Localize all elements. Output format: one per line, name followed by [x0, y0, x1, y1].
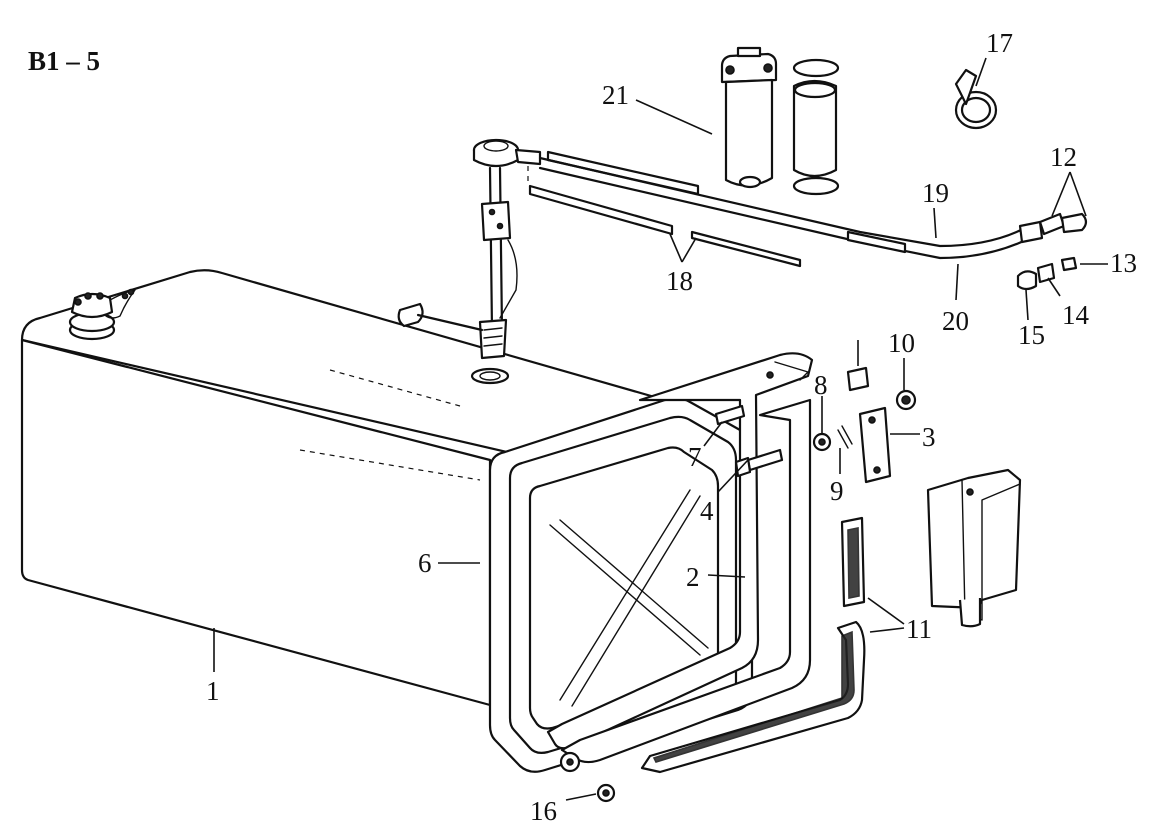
callout-16: 16 [530, 796, 557, 826]
bracket-block [926, 468, 1022, 628]
callout-4: 4 [700, 496, 714, 526]
callout-18: 18 [666, 266, 693, 296]
pin-part [714, 404, 746, 426]
square-washer [846, 366, 870, 392]
callout-1: 1 [206, 676, 220, 706]
fuel-filter [720, 46, 840, 196]
callout-19: 19 [922, 178, 949, 208]
callout-14: 14 [1062, 300, 1090, 330]
rubber-pads [640, 516, 866, 774]
callout-6: 6 [418, 548, 432, 578]
callout-21: 21 [602, 80, 629, 110]
filler-cap [68, 288, 136, 341]
callout-20: 20 [942, 306, 969, 336]
fuel-lines [527, 150, 1088, 291]
callout-17: 17 [986, 28, 1013, 58]
page-title: B1 – 5 [28, 46, 100, 76]
nut-part [895, 389, 917, 411]
washer-part [812, 432, 832, 452]
bracket-plate [858, 406, 892, 484]
cotter-pin [837, 425, 853, 449]
fuel-level-sender [397, 138, 542, 360]
callout-11: 11 [906, 614, 932, 644]
fuel-tank-body [20, 269, 667, 707]
hose-clamp [954, 68, 998, 130]
leader-lines [213, 57, 1108, 801]
callout-2: 2 [686, 562, 700, 592]
callout-9: 9 [830, 476, 844, 506]
callout-3: 3 [922, 422, 936, 452]
callout-labels: 1 2 3 4 6 7 8 9 10 11 12 13 14 15 16 17 … [206, 28, 1137, 826]
bottom-nut [596, 783, 616, 803]
callout-10: 10 [888, 328, 915, 358]
mounting-strap [546, 352, 814, 773]
callout-15: 15 [1018, 320, 1045, 350]
callout-8: 8 [814, 370, 828, 400]
callout-7: 7 [688, 442, 702, 472]
callout-12: 12 [1050, 142, 1077, 172]
callout-13: 13 [1110, 248, 1137, 278]
